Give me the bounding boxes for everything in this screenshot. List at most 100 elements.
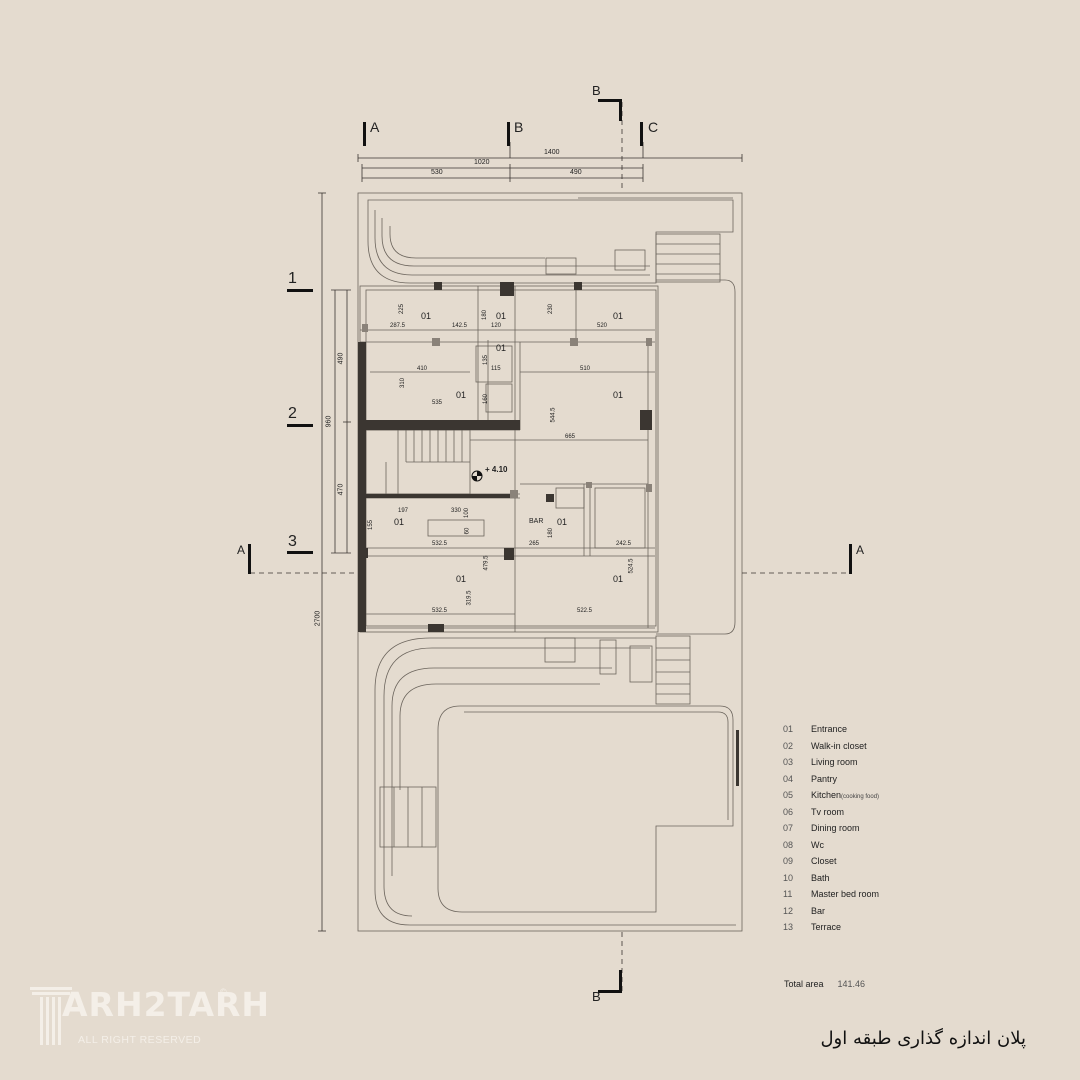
dim-310: 310 (400, 377, 407, 389)
legend-room-name: Pantry (811, 773, 838, 784)
dim-520: 520 (597, 323, 608, 329)
lower-terrace (374, 637, 736, 926)
legend-number: 13 (783, 922, 794, 932)
dim-120: 120 (491, 323, 502, 329)
dim-535: 535 (432, 400, 443, 406)
legend-number: 09 (783, 856, 794, 866)
legend-number: 06 (783, 806, 794, 817)
upper-terrace (367, 199, 734, 284)
dim-left-total: 2700 (314, 610, 322, 627)
legend-room-name: Walk-in closet (811, 740, 867, 751)
dim-197: 197 (398, 508, 409, 514)
bar-label: BAR (529, 518, 544, 525)
room-number: 01 (557, 517, 568, 527)
section-label-a-right: A (856, 543, 865, 557)
section-label-b-upper: B (592, 83, 601, 98)
section-label-b-top: B (514, 119, 524, 135)
dim-242-5: 242.5 (616, 541, 632, 547)
dim-left-960: 960 (325, 415, 333, 428)
legend-item: 02 Walk-in closet (783, 741, 1043, 758)
total-area-label: Total area (784, 979, 824, 989)
column-logo-icon (30, 987, 72, 1045)
room-number: 01 (394, 517, 405, 527)
legend-room-name: Terrace (811, 922, 842, 932)
pool (437, 705, 734, 913)
room-number: 01 (496, 343, 507, 353)
legend-item: 10 Bath (783, 873, 1043, 890)
dim-top-mid: 1020 (474, 159, 490, 166)
axis-label-3: 3 (288, 533, 297, 550)
legend-room-name: Kitchen (811, 790, 842, 800)
dim-top-left: 530 (431, 169, 443, 176)
dim-160: 160 (483, 393, 490, 405)
logo-subtitle: ALL RIGHT RESERVED (78, 1034, 202, 1046)
section-label-b-bottom: B (592, 989, 601, 1004)
total-area: Total area 141.46 (784, 979, 865, 989)
legend-name: Bar (811, 906, 825, 916)
legend-name: Kitchen(cooking food) (811, 790, 879, 800)
legend-item: 01 Entrance (783, 724, 1043, 741)
dim-510: 510 (580, 366, 591, 372)
legend-item: 05 Kitchen(cooking food) (783, 790, 1043, 807)
legend-name: Closet (811, 856, 837, 866)
dim-115: 115 (491, 366, 501, 372)
legend-room-name: Bar (811, 905, 826, 916)
dim-532-5-b: 532.5 (432, 608, 448, 614)
legend-item: 12 Bar (783, 906, 1043, 923)
legend-room-name: Bath (811, 872, 830, 883)
room-number: 01 (613, 390, 624, 400)
dim-330: 330 (451, 508, 462, 514)
level-marker-text: + 4.10 (485, 465, 508, 474)
legend-name: Terrace (811, 922, 841, 932)
logo-wordmark: ARH2TARH (62, 985, 271, 1024)
dim-142-5: 142.5 (452, 323, 468, 329)
legend-number: 08 (783, 839, 794, 850)
dim-top-total: 1400 (544, 149, 560, 156)
dim-524-5: 524.5 (628, 558, 635, 574)
axis-label-2: 2 (288, 405, 297, 422)
dim-522-5: 522.5 (577, 608, 593, 614)
room-number: 01 (456, 574, 467, 584)
legend-item: 04 Pantry (783, 774, 1043, 791)
walls (358, 282, 739, 786)
legend-number: 10 (783, 872, 794, 883)
legend-name: Tv room (811, 807, 844, 817)
section-label-a-left: A (237, 543, 246, 557)
legend-number: 04 (783, 773, 794, 784)
dim-319-5: 319.5 (466, 590, 473, 606)
legend-number: 02 (783, 740, 794, 751)
brand-logo: ARH2TARH © ALL RIGHT RESERVED (28, 985, 269, 1055)
legend-number: 12 (783, 905, 794, 916)
section-markers (248, 99, 852, 993)
dim-225: 225 (399, 303, 406, 315)
legend-name: Bath (811, 873, 830, 883)
room-number: 01 (456, 390, 467, 400)
total-area-value: 141.46 (837, 979, 866, 989)
section-label-a-top: A (370, 119, 380, 135)
dim-410: 410 (417, 366, 428, 372)
legend-name: Walk-in closet (811, 741, 867, 751)
legend-room-name: Dining room (811, 823, 860, 833)
drawing-caption: پلان اندازه گذاری طبقه اول (820, 1028, 1026, 1049)
legend-room-name: Tv room (811, 806, 845, 817)
legend-room-name: Entrance (811, 724, 848, 734)
legend-room-name: Master bed room (811, 889, 880, 899)
logo-copyright: © (220, 987, 227, 997)
legend-room-name: Closet (811, 856, 837, 866)
dim-532-5-a: 532.5 (432, 541, 448, 547)
legend-room-name: Living room (811, 757, 858, 767)
right-balcony (656, 279, 736, 635)
legend-note: (cooking food) (841, 794, 880, 800)
legend-number: 05 (783, 790, 794, 800)
dim-287-5: 287.5 (390, 323, 406, 329)
legend-number: 01 (783, 724, 794, 734)
room-number: 01 (613, 311, 624, 321)
dim-left-490: 490 (337, 352, 345, 365)
legend-item: 06 Tv room (783, 807, 1043, 824)
room-number: 01 (613, 574, 624, 584)
dim-left-470: 470 (337, 483, 345, 496)
